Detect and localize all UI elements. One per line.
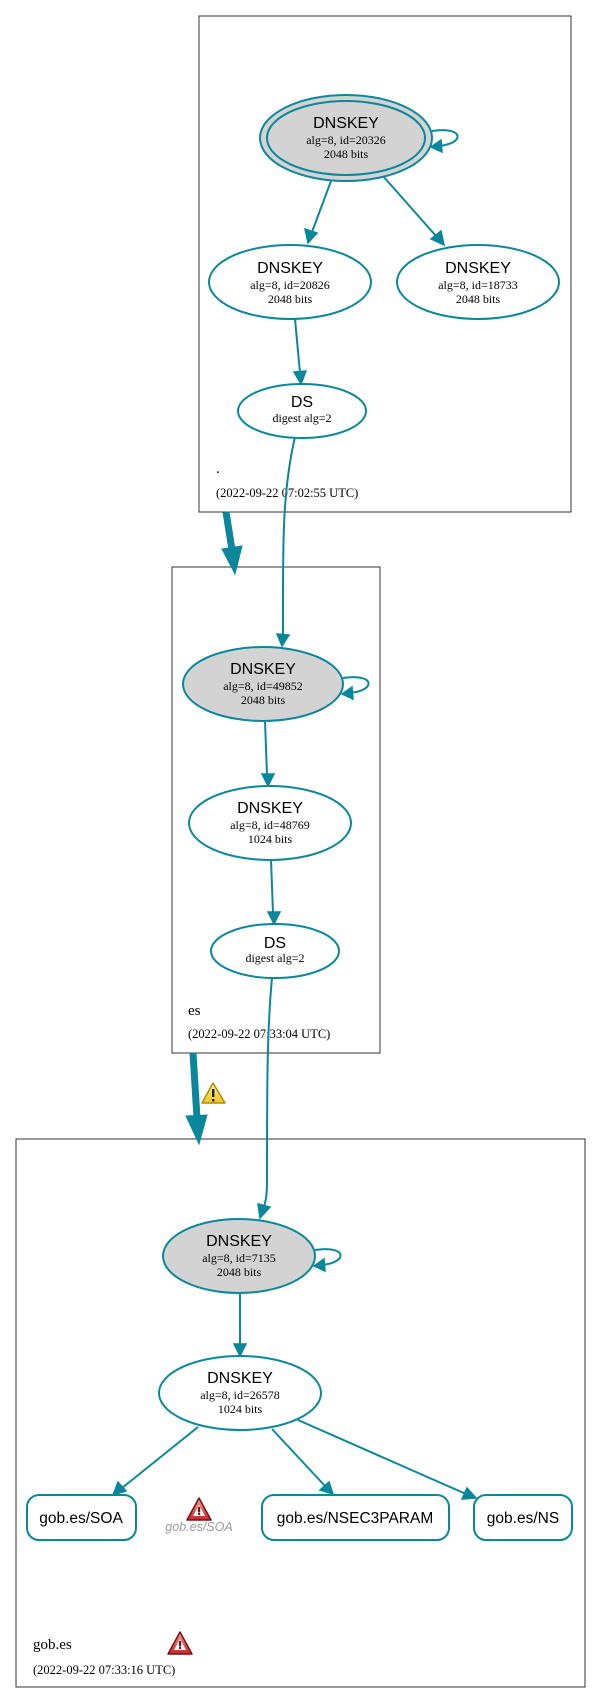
rrset-soa-error-label: gob.es/SOA bbox=[165, 1520, 232, 1534]
node-es-ds-line1: digest alg=2 bbox=[245, 951, 304, 965]
edge-gob-zsk-to-ns bbox=[297, 1419, 478, 1500]
node-gob-ksk-line2: 2048 bits bbox=[217, 1265, 262, 1279]
node-es-ksk-title: DNSKEY bbox=[230, 661, 296, 678]
node-gob-es-ksk[interactable]: DNSKEY alg=8, id=7135 2048 bits bbox=[162, 1218, 316, 1294]
rrset-gob-es-soa[interactable]: gob.es/SOA bbox=[26, 1494, 137, 1541]
node-root-zsk1-title: DNSKEY bbox=[257, 260, 323, 277]
node-es-zsk-title: DNSKEY bbox=[237, 800, 303, 817]
edge-root-ksk-to-zsk2 bbox=[382, 175, 446, 247]
node-root-zsk1-line2: 2048 bits bbox=[268, 292, 313, 306]
edge-gob-ksk-to-zsk bbox=[232, 1294, 248, 1358]
zone-root-timestamp: (2022-09-22 07:02:55 UTC) bbox=[216, 486, 358, 500]
node-gob-es-zsk[interactable]: DNSKEY alg=8, id=26578 1024 bits bbox=[158, 1355, 322, 1431]
node-root-ksk[interactable]: DNSKEY alg=8, id=20326 2048 bits bbox=[259, 94, 433, 182]
node-gob-zsk-line1: alg=8, id=26578 bbox=[200, 1388, 280, 1402]
edge-root-ksk-selfsign bbox=[429, 129, 459, 154]
zone-es-timestamp: (2022-09-22 07:33:04 UTC) bbox=[188, 1027, 330, 1041]
rrset-nsec3param-label: gob.es/NSEC3PARAM bbox=[277, 1510, 434, 1527]
zone-error-triangle-icon[interactable] bbox=[167, 1631, 193, 1655]
edge-es-ksk-to-zsk bbox=[260, 720, 276, 788]
node-es-zsk-line1: alg=8, id=48769 bbox=[230, 818, 310, 832]
node-root-zsk2-line2: 2048 bits bbox=[456, 292, 501, 306]
edge-root-ksk-to-zsk1 bbox=[303, 180, 332, 245]
node-root-zsk-20826[interactable]: DNSKEY alg=8, id=20826 2048 bits bbox=[208, 244, 372, 320]
node-gob-zsk-title: DNSKEY bbox=[207, 1370, 273, 1387]
node-es-zsk-line2: 1024 bits bbox=[248, 832, 293, 846]
edge-root-ds-to-es-ksk bbox=[275, 436, 296, 648]
edge-es-zsk-to-ds bbox=[266, 859, 282, 926]
edge-es-ksk-selfsign bbox=[340, 676, 370, 701]
delegation-root-to-es bbox=[221, 511, 243, 576]
zone-es-name: es bbox=[188, 1003, 201, 1019]
edge-gob-zsk-to-nsec3param bbox=[271, 1428, 335, 1496]
rrset-gob-es-ns[interactable]: gob.es/NS bbox=[473, 1494, 573, 1541]
node-es-ksk-line2: 2048 bits bbox=[241, 693, 286, 707]
node-root-zsk1-line1: alg=8, id=20826 bbox=[250, 278, 330, 292]
node-gob-ksk-line1: alg=8, id=7135 bbox=[202, 1251, 276, 1265]
node-es-ksk[interactable]: DNSKEY alg=8, id=49852 2048 bits bbox=[182, 646, 344, 722]
node-root-ksk-line1: alg=8, id=20326 bbox=[306, 133, 386, 147]
node-root-zsk-18733[interactable]: DNSKEY alg=8, id=18733 2048 bits bbox=[396, 244, 560, 320]
edge-gob-ksk-selfsign bbox=[312, 1248, 342, 1273]
node-es-zsk[interactable]: DNSKEY alg=8, id=48769 1024 bits bbox=[188, 785, 352, 861]
zone-root-name: . bbox=[216, 461, 220, 477]
node-root-ds[interactable]: DS digest alg=2 bbox=[237, 383, 367, 439]
node-root-zsk2-line1: alg=8, id=18733 bbox=[438, 278, 518, 292]
node-root-ds-title: DS bbox=[291, 394, 313, 411]
node-root-ds-line1: digest alg=2 bbox=[272, 411, 331, 425]
edge-root-zsk1-to-ds bbox=[292, 318, 308, 386]
node-gob-ksk-title: DNSKEY bbox=[206, 1233, 272, 1250]
node-es-ds-title: DS bbox=[264, 935, 286, 952]
node-gob-zsk-line2: 1024 bits bbox=[218, 1402, 263, 1416]
zone-gob-es-timestamp: (2022-09-22 07:33:16 UTC) bbox=[33, 1663, 175, 1677]
edge-es-ds-to-gob-ksk bbox=[257, 977, 273, 1220]
edge-gob-zsk-to-soa bbox=[111, 1426, 199, 1497]
rrset-soa-label: gob.es/SOA bbox=[39, 1510, 123, 1527]
node-es-ksk-line1: alg=8, id=49852 bbox=[223, 679, 303, 693]
warning-triangle-icon[interactable] bbox=[201, 1082, 226, 1104]
node-root-ksk-title: DNSKEY bbox=[313, 115, 379, 132]
rrset-gob-es-nsec3param[interactable]: gob.es/NSEC3PARAM bbox=[261, 1494, 450, 1541]
node-root-ksk-line2: 2048 bits bbox=[324, 147, 369, 161]
error-triangle-icon[interactable] bbox=[186, 1497, 212, 1521]
node-es-ds[interactable]: DS digest alg=2 bbox=[210, 923, 340, 979]
delegation-es-to-gob-es bbox=[185, 1052, 208, 1146]
node-root-zsk2-title: DNSKEY bbox=[445, 260, 511, 277]
zone-gob-es-name: gob.es bbox=[33, 1637, 72, 1653]
rrset-ns-label: gob.es/NS bbox=[487, 1510, 559, 1527]
